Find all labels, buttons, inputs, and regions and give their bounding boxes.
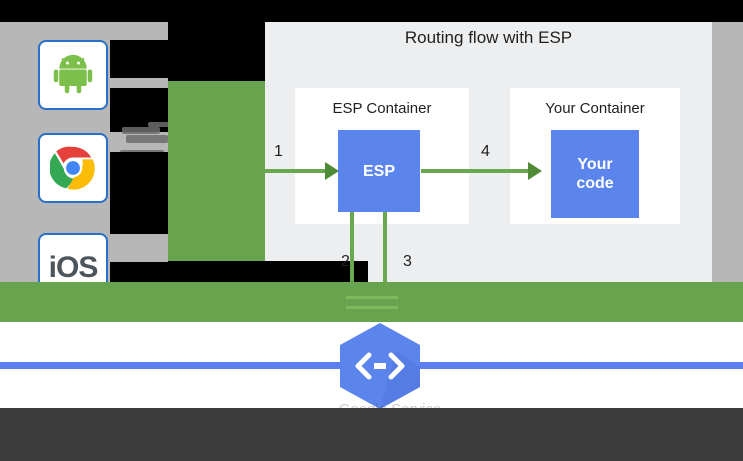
arrow-1-head <box>325 162 339 180</box>
green-nub-stripe <box>346 306 398 309</box>
esp-box-label: ESP <box>362 162 395 180</box>
bottom-dark-overlay <box>0 408 743 461</box>
your-code-box: Your code <box>551 130 639 218</box>
step-number-2: 2 <box>341 253 350 270</box>
ios-label: iOS <box>48 251 99 284</box>
step-number-4: 4 <box>481 143 490 160</box>
obscured-text-fragment <box>122 127 160 134</box>
google-service-control-hexagon-icon <box>340 323 420 409</box>
obscured-text-fragment <box>126 135 168 143</box>
occlusion-block <box>110 88 170 120</box>
chrome-logo-icon <box>50 146 95 190</box>
esp-container-label: ESP Container <box>332 100 432 117</box>
arrow-1-line <box>265 169 327 173</box>
panel-title: Routing flow with ESP <box>404 28 573 47</box>
arrow-4-head <box>528 162 542 180</box>
occlusion-block <box>110 40 255 78</box>
arrow-4-line <box>421 169 529 173</box>
android-client-icon <box>38 40 108 110</box>
occlusion-block <box>110 220 168 234</box>
chrome-client-icon <box>38 133 108 203</box>
your-container-label: Your Container <box>545 100 645 117</box>
occlusion-block <box>110 178 168 220</box>
top-black-bar <box>0 0 743 22</box>
esp-box: ESP <box>338 130 420 212</box>
green-nub-stripe <box>346 296 398 299</box>
green-overlay-rectangle <box>168 81 265 261</box>
occlusion-block <box>168 22 265 44</box>
step-number-1: 1 <box>274 143 283 160</box>
arrow-2-line <box>350 212 354 322</box>
android-robot-icon <box>53 54 93 94</box>
service-control-logo <box>338 322 422 410</box>
occlusion-block <box>110 152 168 178</box>
green-nub <box>366 286 400 320</box>
your-code-box-label: Your code <box>576 156 614 192</box>
arrow-3-line <box>383 196 387 322</box>
gray-background-right <box>712 22 743 282</box>
obscured-text-fragment <box>148 122 170 127</box>
step-number-3: 3 <box>403 253 412 270</box>
